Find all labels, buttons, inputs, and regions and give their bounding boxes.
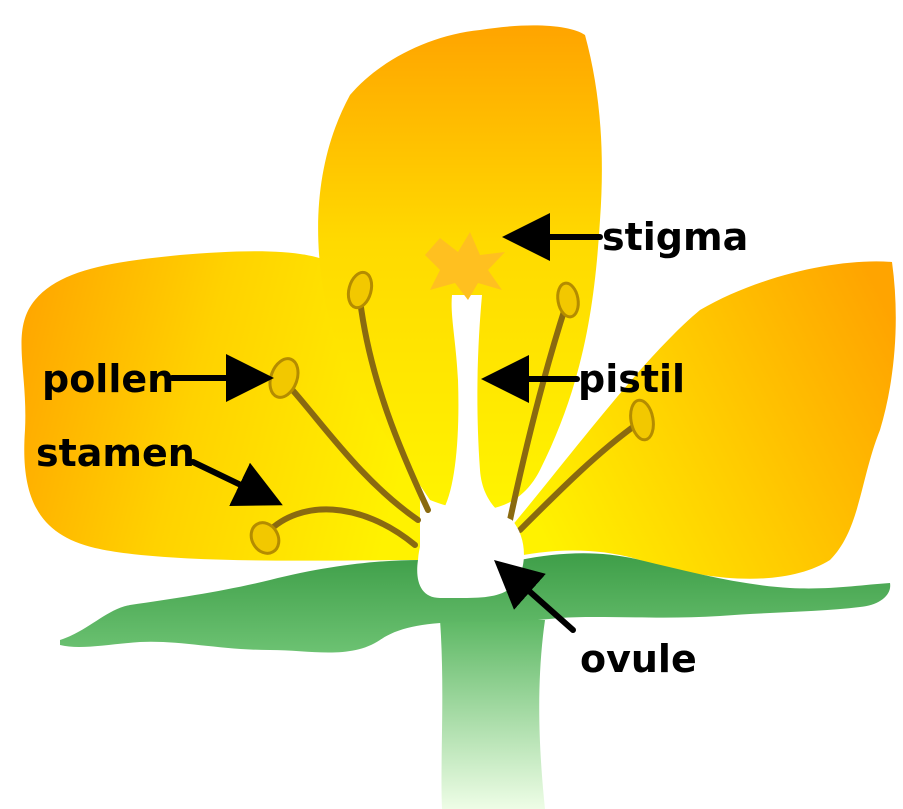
stem (440, 620, 545, 809)
label-pistil: pistil (578, 357, 685, 401)
label-pollen: pollen (42, 357, 174, 401)
label-stigma: stigma (602, 215, 748, 259)
label-stamen: stamen (36, 431, 195, 475)
label-ovule: ovule (580, 637, 697, 681)
